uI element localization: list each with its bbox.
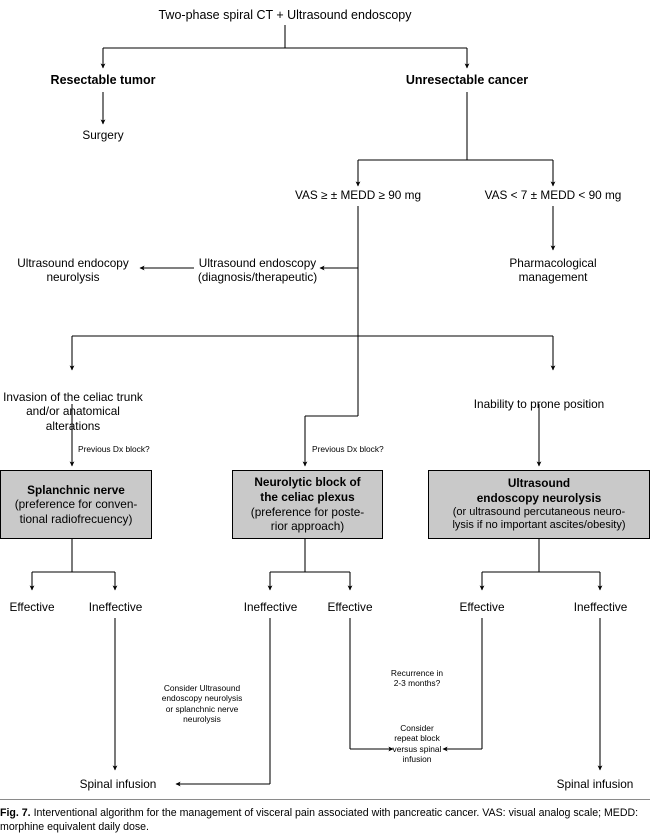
ultrasound-line2: endoscopy neurolysis xyxy=(476,490,602,505)
pharma-line2: management xyxy=(518,270,588,285)
ultrasound-line4: lysis if no important ascites/obesity) xyxy=(452,519,626,532)
us-neuro-line2: neurolysis xyxy=(46,270,100,285)
label-mid-ineffective: Ineffective xyxy=(243,600,298,614)
label-mid-effective: Effective xyxy=(327,600,373,614)
note-consider-ultrasound: Consider Ultrasound endoscopy neurolysis… xyxy=(144,683,260,724)
label-right-ineffective: Ineffective xyxy=(573,600,628,614)
repeat-line2: repeat block xyxy=(394,733,440,744)
node-ultrasound-endoscopy-diagnostic: Ultrasound endoscopy (diagnosis/therapeu… xyxy=(190,256,325,285)
invasion-line1: Invasion of the celiac trunk xyxy=(3,390,143,404)
figure-caption: Fig. 7. Interventional algorithm for the… xyxy=(0,806,650,834)
recurrence-line2: 2-3 months? xyxy=(393,678,441,689)
box-splanchnic-nerve[interactable]: Splanchnic nerve (preference for conven-… xyxy=(0,470,152,539)
neurolytic-line1: Neurolytic block of xyxy=(254,475,361,490)
box-ultrasound-endoscopy-neurolysis[interactable]: Ultrasound endoscopy neurolysis (or ultr… xyxy=(428,470,650,539)
splanchnic-line2: (preference for conven- xyxy=(14,497,138,512)
splanchnic-line1: Splanchnic nerve xyxy=(27,482,125,497)
pharma-line1: Pharmacological xyxy=(509,256,597,270)
node-vas-low: VAS < 7 ± MEDD < 90 mg xyxy=(484,188,622,202)
note-recurrence: Recurrence in 2-3 months? xyxy=(372,668,462,689)
label-left-effective: Effective xyxy=(9,600,55,614)
node-root: Two-phase spiral CT + Ultrasound endosco… xyxy=(158,8,412,22)
us-diag-line2: (diagnosis/therapeutic) xyxy=(197,270,318,285)
recurrence-line1: Recurrence in xyxy=(390,668,444,678)
node-inability-prone-position: Inability to prone position xyxy=(473,397,605,411)
invasion-line2: and/or anatomical alterations xyxy=(26,404,120,433)
label-left-ineffective: Ineffective xyxy=(88,600,143,614)
figure-caption-text: Interventional algorithm for the managem… xyxy=(0,807,639,834)
consider-us-line1: Consider Ultrasound xyxy=(163,683,241,693)
figure-label: Fig. 7. xyxy=(0,807,31,819)
neurolytic-line2: the celiac plexus xyxy=(260,489,355,504)
repeat-line4: infusion xyxy=(402,753,432,764)
node-ultrasound-endocopy-neurolysis: Ultrasound endocopy neurolysis xyxy=(8,256,138,285)
ultrasound-line1: Ultrasound xyxy=(507,476,571,491)
terminal-spinal-infusion-right: Spinal infusion xyxy=(556,777,634,791)
splanchnic-line3: tional radiofrecuency) xyxy=(19,511,133,526)
node-resectable-tumor: Resectable tumor xyxy=(50,73,156,87)
label-previous-dx-block-mid: Previous Dx block? xyxy=(312,444,384,454)
node-invasion-celiac-trunk: Invasion of the celiac trunk and/or anat… xyxy=(0,390,148,433)
note-consider-repeat-block: Consider repeat block versus spinal infu… xyxy=(377,723,457,764)
node-surgery: Surgery xyxy=(82,128,124,142)
us-diag-line1: Ultrasound endoscopy xyxy=(198,256,317,270)
node-pharmacological-management: Pharmacological management xyxy=(473,256,633,285)
us-neuro-line1: Ultrasound endocopy xyxy=(17,256,129,270)
consider-us-line2: endoscopy neurolysis xyxy=(161,693,243,704)
consider-us-line3: or splanchnic nerve xyxy=(165,703,239,714)
neurolytic-line3: (preference for poste- xyxy=(250,504,365,519)
ultrasound-line3: (or ultrasound percutaneous neuro- xyxy=(452,505,626,518)
node-vas-high: VAS ≥ ± MEDD ≥ 90 mg xyxy=(294,188,422,202)
neurolytic-line4: rior approach) xyxy=(270,519,345,534)
caption-divider xyxy=(0,799,650,800)
node-unresectable-cancer: Unresectable cancer xyxy=(405,73,529,87)
consider-us-line4: neurolysis xyxy=(183,713,221,724)
label-previous-dx-block-left: Previous Dx block? xyxy=(78,444,150,454)
terminal-spinal-infusion-left: Spinal infusion xyxy=(79,777,157,791)
repeat-line1: Consider xyxy=(400,723,434,733)
box-neurolytic-celiac-plexus[interactable]: Neurolytic block of the celiac plexus (p… xyxy=(232,470,383,539)
repeat-line3: versus spinal xyxy=(392,743,442,754)
label-right-effective: Effective xyxy=(459,600,505,614)
